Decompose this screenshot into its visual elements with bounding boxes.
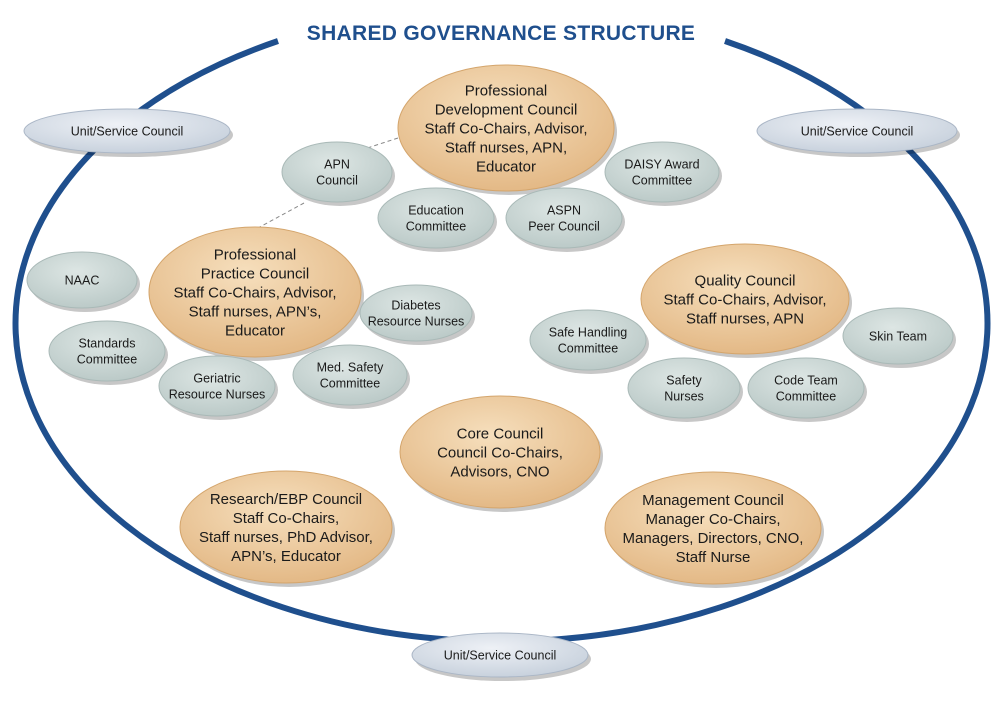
node-label-line: Nurses: [664, 389, 704, 403]
node-naac: NAAC: [26, 251, 140, 312]
unit-ellipse: [23, 108, 231, 154]
node-label-line: Geriatric: [193, 371, 240, 385]
node-label-line: Staff Co-Chairs, Advisor,: [173, 284, 336, 301]
node-label-line: Med. Safety: [317, 360, 384, 374]
diagram-title: SHARED GOVERNANCE STRUCTURE: [307, 22, 695, 45]
committee-ellipse: [359, 284, 473, 342]
committee-ellipse: [292, 344, 408, 406]
committee-ellipse: [505, 187, 623, 249]
node-label-line: Resource Nurses: [169, 387, 266, 401]
node-aspn: ASPN Peer Council: [505, 187, 625, 252]
node-skin-team: Skin Team: [842, 307, 956, 368]
node-apn: APN Council: [281, 141, 395, 206]
node-label-line: Committee: [558, 341, 618, 355]
council-ellipse: [179, 470, 393, 584]
node-unit-bottom: Unit/Service Council: [411, 632, 591, 681]
council-ellipse: [148, 226, 362, 358]
node-label-line: Peer Council: [528, 219, 600, 233]
committee-ellipse: [26, 251, 138, 309]
node-label-line: Educator: [225, 322, 285, 339]
node-label-line: Committee: [77, 352, 137, 366]
node-label-line: Staff Co-Chairs, Advisor,: [663, 291, 826, 308]
committee-ellipse: [377, 187, 495, 249]
node-label-line: Staff nurses, APN: [686, 310, 804, 327]
committee-ellipse: [604, 141, 720, 203]
node-label-line: NAAC: [65, 273, 100, 287]
node-label-line: Staff nurses, APN’s,: [189, 303, 322, 320]
node-label-line: Advisors, CNO: [450, 463, 549, 480]
committee-ellipse: [529, 309, 647, 371]
node-label-line: Council Co-Chairs,: [437, 444, 563, 461]
committee-ellipse: [158, 355, 276, 417]
node-unit-top-left: Unit/Service Council: [23, 108, 233, 157]
node-label-line: Professional: [465, 82, 548, 99]
council-ellipse: [399, 395, 601, 509]
node-label-line: Safe Handling: [549, 325, 628, 339]
node-label-line: Committee: [776, 389, 836, 403]
node-label-line: Management Council: [642, 492, 784, 509]
node-label-line: Unit/Service Council: [444, 648, 557, 662]
node-label-line: Staff Co-Chairs, Advisor,: [424, 120, 587, 137]
node-label-line: Code Team: [774, 373, 838, 387]
node-label-line: Core Council: [457, 425, 544, 442]
node-label-line: Quality Council: [695, 272, 796, 289]
council-ellipse: [640, 243, 850, 355]
node-label-line: ASPN: [547, 203, 581, 217]
committee-ellipse: [842, 307, 954, 365]
committee-ellipse: [747, 357, 865, 419]
node-label-line: Practice Council: [201, 265, 309, 282]
node-label-line: Staff Nurse: [676, 549, 751, 566]
node-label-line: Research/EBP Council: [210, 491, 362, 508]
node-label-line: Staff nurses, APN,: [445, 139, 567, 156]
node-label-line: Skin Team: [869, 329, 927, 343]
node-label-line: Standards: [79, 336, 136, 350]
node-label-line: Unit/Service Council: [71, 124, 184, 138]
node-label-line: Education: [408, 203, 464, 217]
node-label-line: Development Council: [435, 101, 578, 118]
node-label-line: Managers, Directors, CNO,: [623, 530, 804, 547]
node-label-line: Staff Co-Chairs,: [233, 510, 339, 527]
node-label-line: Unit/Service Council: [801, 124, 914, 138]
node-label-line: Manager Co-Chairs,: [645, 511, 780, 528]
node-label-line: Staff nurses, PhD Advisor,: [199, 529, 373, 546]
node-label-line: Committee: [320, 376, 380, 390]
node-label-line: Educator: [476, 158, 536, 175]
node-label-line: Council: [316, 173, 358, 187]
unit-ellipse: [411, 632, 589, 678]
node-label-line: DAISY Award: [624, 157, 699, 171]
node-label-line: Committee: [406, 219, 466, 233]
committee-ellipse: [627, 357, 741, 419]
committee-ellipse: [48, 320, 166, 382]
node-label-line: APN: [324, 157, 350, 171]
unit-ellipse: [756, 108, 958, 154]
dashed-connector: [351, 137, 399, 154]
node-label-line: Safety: [666, 373, 702, 387]
node-label-line: Professional: [214, 246, 297, 263]
node-label-line: Resource Nurses: [368, 314, 465, 328]
dashed-connector: [257, 202, 305, 229]
node-label-line: APN’s, Educator: [231, 548, 341, 565]
node-label-line: Committee: [632, 173, 692, 187]
committee-ellipse: [281, 141, 393, 203]
council-ellipse: [604, 471, 822, 585]
node-label-line: Diabetes: [391, 298, 440, 312]
node-unit-top-right: Unit/Service Council: [756, 108, 960, 157]
council-ellipse: [397, 64, 615, 192]
